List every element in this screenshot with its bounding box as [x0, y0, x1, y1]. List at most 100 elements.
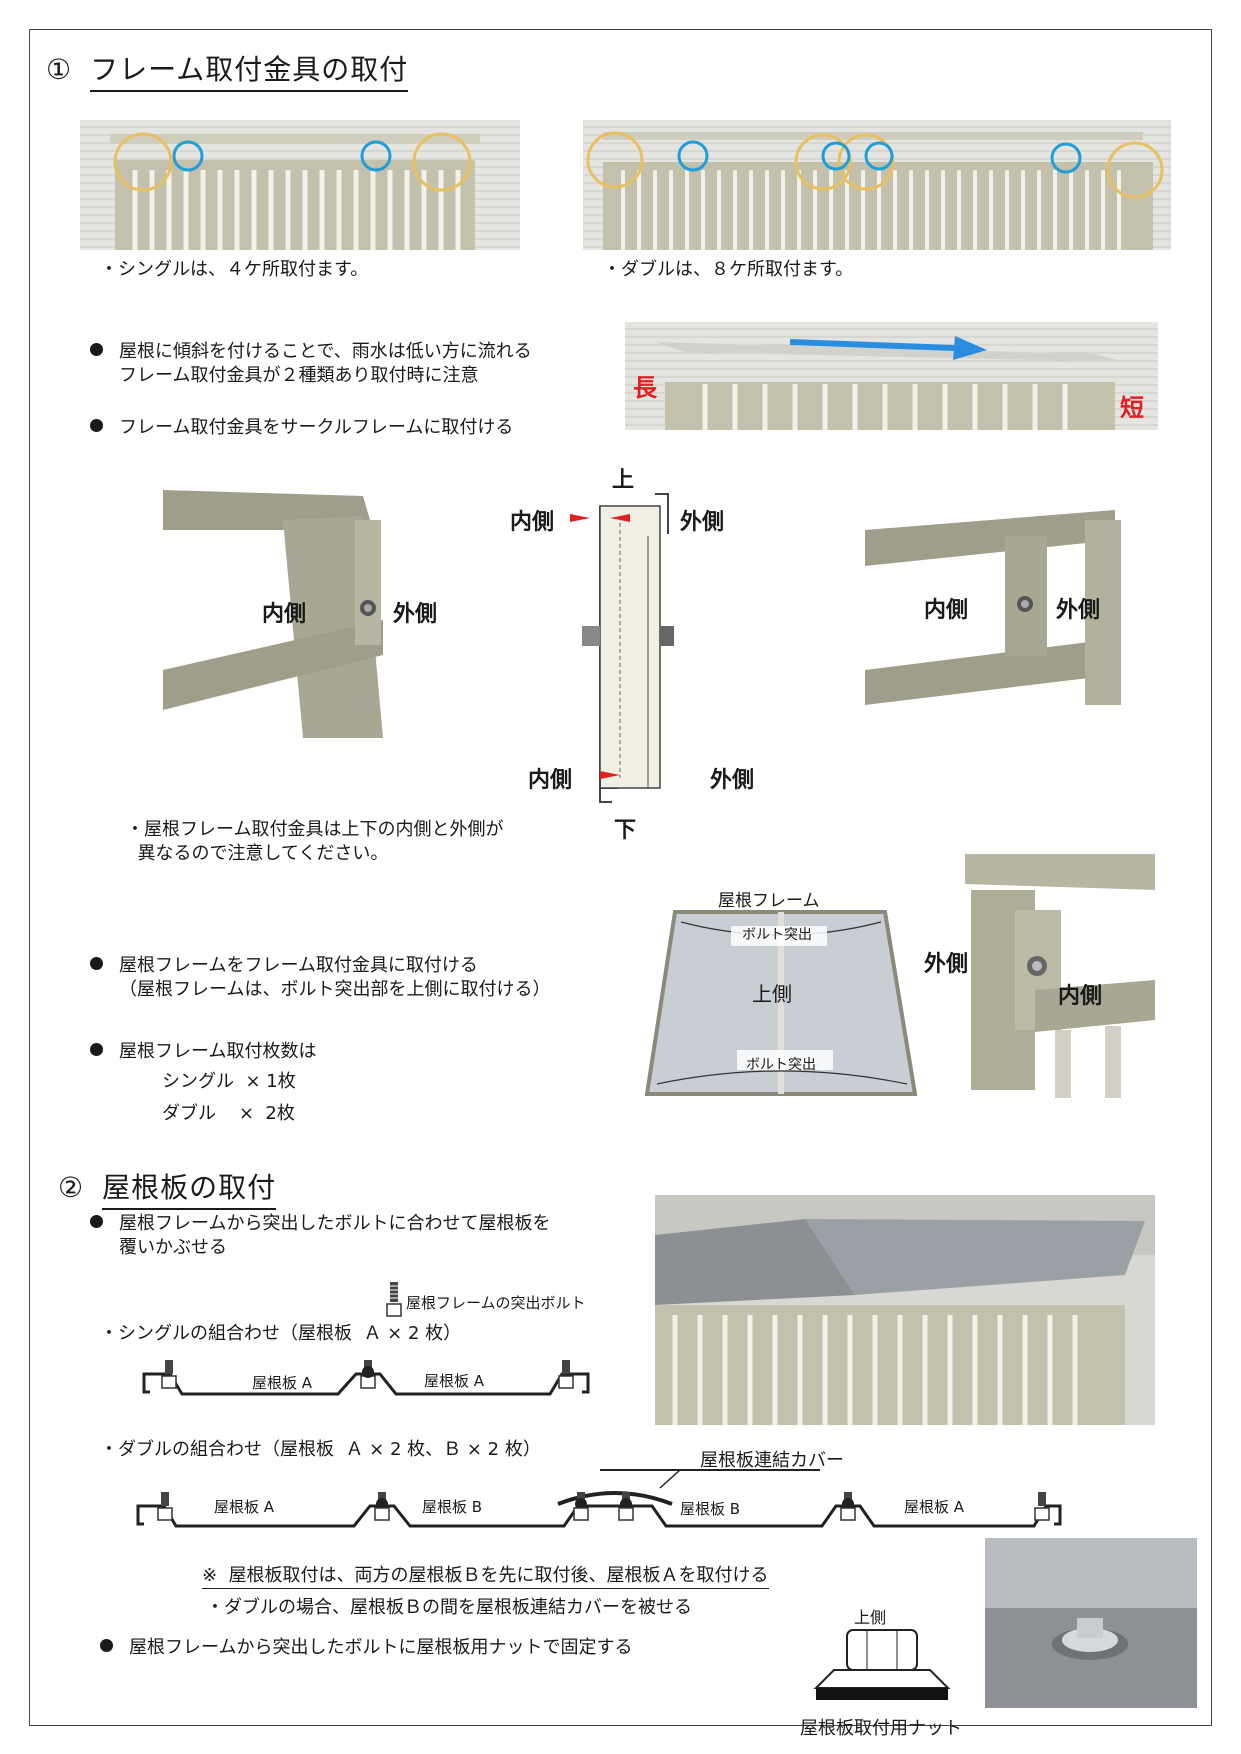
plate-a-label-3: 屋根板 A [214, 1498, 275, 1516]
section1-title: フレーム取付金具の取付 [90, 53, 409, 92]
photo-double-fittings [583, 120, 1171, 250]
bullet-dot [90, 957, 103, 970]
section2-number: ② [58, 1171, 85, 1204]
caution-text: ・屋根フレーム取付金具は上下の内側と外側が 異なるので注意してください。 [126, 818, 503, 866]
single-combo: ・シングルの組合わせ（屋根板 Ａ × 2 枚） [100, 1323, 462, 1344]
outer-label-close: 外側 [924, 952, 969, 977]
bullet-slope-line2: フレーム取付金具が２種類あり取付時に注意 [119, 365, 479, 386]
bolt-protrusion-top: ボルト突出 [742, 927, 812, 943]
photo-nut [985, 1538, 1197, 1708]
blue-circle-marker [172, 140, 204, 172]
double-combo-diagram [136, 1491, 1062, 1528]
section1-heading: ① フレーム取付金具の取付 [46, 48, 409, 92]
long-label: 長 [633, 374, 657, 402]
roof-frame-label: 屋根フレーム [718, 891, 820, 911]
bolt-icon [558, 1360, 574, 1389]
yellow-circle-marker [113, 132, 173, 192]
bolt-icon [157, 1492, 173, 1521]
bullet-nut: 屋根フレームから突出したボルトに屋根板用ナットで固定する [100, 1636, 632, 1660]
yellow-circle-marker [1106, 141, 1164, 199]
bullet-cover-line1: 屋根フレームから突出したボルトに合わせて屋根板を [119, 1213, 551, 1234]
bullet-dot [100, 1639, 113, 1652]
outer-label-right: 外側 [1056, 598, 1101, 623]
plate-a-label-4: 屋根板 A [904, 1498, 965, 1516]
plate-a-label-2: 屋根板 A [424, 1372, 485, 1390]
bullet-slope-line1: 屋根に傾斜を付けることで、雨水は低い方に流れる [119, 341, 532, 362]
bullet-dot [90, 343, 103, 356]
section2-title: 屋根板の取付 [102, 1171, 277, 1210]
bullet-slope: 屋根に傾斜を付けることで、雨水は低い方に流れる フレーム取付金具が２種類あり取付… [90, 340, 532, 388]
photo-bracket-right [865, 500, 1165, 705]
bullet-attach-text: フレーム取付金具をサークルフレームに取付ける [119, 417, 514, 438]
flow-arrow-head [953, 336, 987, 360]
bottom-label: 下 [614, 818, 637, 843]
bolt-icon [360, 1360, 376, 1389]
count-double: ダブル × 2枚 [162, 1103, 295, 1124]
blue-circle-marker [1050, 142, 1082, 174]
blue-circle-marker [360, 140, 392, 172]
inner-label-close: 内側 [1058, 984, 1103, 1009]
nut-upper-label: 上側 [854, 1608, 887, 1627]
bullet-count: 屋根フレーム取付枚数は [90, 1040, 316, 1064]
bullet-roof-frame-line2: （屋根フレームは、ボルト突出部を上側に取付ける） [119, 979, 551, 1000]
bolt-icon [1034, 1492, 1050, 1521]
bullet-nut-text: 屋根フレームから突出したボルトに屋根板用ナットで固定する [129, 1637, 633, 1658]
bolt-icon [374, 1492, 390, 1521]
inner-label-diagram-top: 内側 [510, 510, 555, 535]
yellow-circle-marker [586, 131, 644, 189]
double-combo: ・ダブルの組合わせ（屋根板 Ａ × 2 枚、Ｂ × 2 枚） [100, 1439, 541, 1460]
photo-bracket-left [163, 470, 393, 738]
bolt-icon [161, 1360, 177, 1389]
top-label: 上 [612, 468, 635, 493]
cover-label: 屋根板連結カバー [700, 1450, 844, 1471]
upper-side-label: 上側 [752, 982, 792, 1006]
single-combo-diagram [142, 1360, 590, 1396]
bullet-count-text: 屋根フレーム取付枚数は [119, 1041, 317, 1062]
plate-a-label-1: 屋根板 A [252, 1374, 313, 1392]
section1-number: ① [46, 53, 73, 86]
page-border [29, 29, 1212, 1726]
bolt-icon [618, 1492, 634, 1521]
order-note: ※ 屋根板取付は、両方の屋根板Ｂを先に取付後、屋根板Ａを取付ける [202, 1564, 769, 1589]
bullet-attach: フレーム取付金具をサークルフレームに取付ける [90, 416, 513, 440]
bracket-diagram [570, 493, 674, 803]
yellow-circle-marker [837, 133, 895, 191]
yellow-circle-marker [412, 132, 472, 192]
nut-label: 屋根板取付用ナット [800, 1718, 962, 1739]
bolt-protrusion-bottom: ボルト突出 [746, 1057, 816, 1073]
bullet-dot [90, 419, 103, 432]
inner-label-left: 内側 [262, 602, 307, 627]
blue-circle-marker [864, 141, 894, 171]
inner-label-right: 内側 [924, 598, 969, 623]
short-label: 短 [1120, 394, 1144, 422]
nut-diagram [813, 1629, 951, 1700]
bullet-roof-frame: 屋根フレームをフレーム取付金具に取付ける （屋根フレームは、ボルト突出部を上側に… [90, 954, 550, 1002]
outer-label-diagram-top: 外側 [680, 510, 725, 535]
bolt-icon [386, 1282, 402, 1317]
cover-note: ・ダブルの場合、屋根板Ｂの間を屋根板連結カバーを被せる [206, 1597, 692, 1618]
bullet-cover: 屋根フレームから突出したボルトに合わせて屋根板を 覆いかぶせる [90, 1212, 550, 1260]
bolt-icon [573, 1492, 589, 1521]
bullet-roof-frame-line1: 屋根フレームをフレーム取付金具に取付ける [119, 955, 478, 976]
caution-line1: ・屋根フレーム取付金具は上下の内側と外側が [126, 819, 504, 840]
section2-heading: ② 屋根板の取付 [58, 1166, 277, 1210]
yellow-circle-marker [794, 133, 852, 191]
outer-label-diagram-bottom: 外側 [710, 768, 755, 793]
bullet-dot [90, 1043, 103, 1056]
plate-b-label-2: 屋根板 B [680, 1500, 741, 1518]
photo-roof-slope [625, 322, 1158, 430]
single-note: ・シングルは、４ケ所取付ます。 [100, 259, 369, 280]
count-single: シングル × 1枚 [162, 1071, 296, 1092]
bullet-dot [90, 1215, 103, 1228]
caution-line2: 異なるので注意してください。 [137, 843, 389, 864]
photo-roof-plate [655, 1195, 1155, 1425]
plate-b-label-1: 屋根板 B [422, 1498, 483, 1516]
bullet-cover-line2: 覆いかぶせる [119, 1237, 227, 1258]
double-note: ・ダブルは、８ケ所取付ます。 [603, 259, 854, 280]
blue-circle-marker [677, 140, 709, 172]
flow-arrow [789, 339, 956, 351]
outer-label-left: 外側 [393, 602, 438, 627]
cover-leader [600, 1469, 820, 1489]
roof-frame-diagram [645, 910, 918, 1096]
photo-single-fittings [80, 120, 520, 250]
